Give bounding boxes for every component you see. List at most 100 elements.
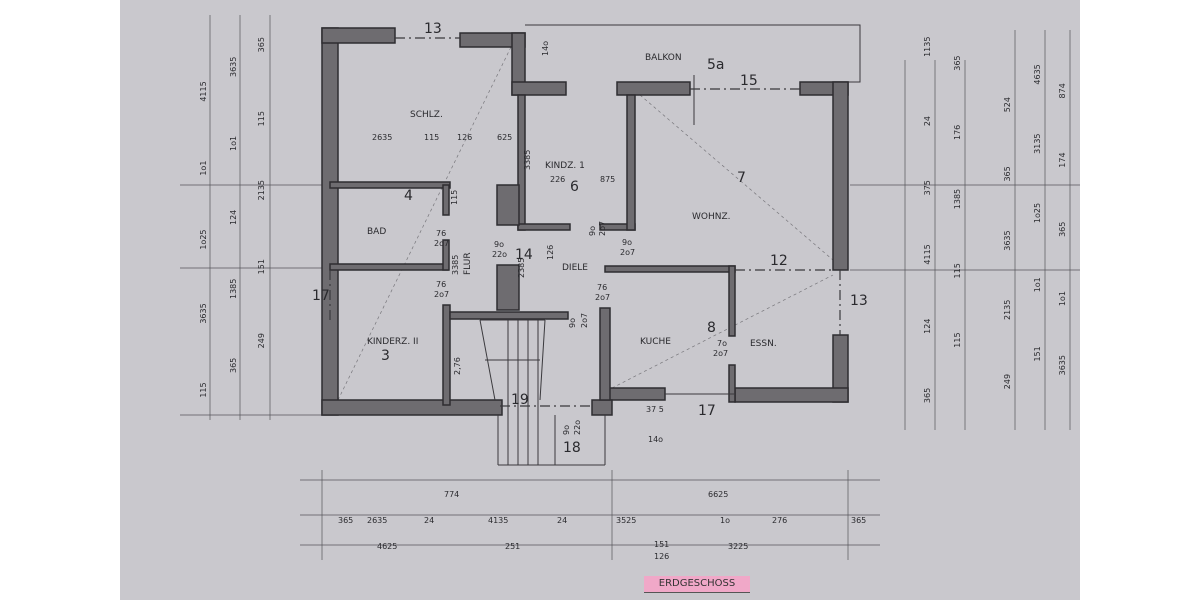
plan-title-label: ERDGESCHOSS [644,576,750,593]
dim-label: 2o7 [580,313,589,328]
dim-label: 2o7 [620,248,635,257]
dim-label: 365 [1058,222,1067,237]
dim-label: 24 [557,516,567,525]
number-left-window: 17 [312,288,330,304]
dim-label: 115 [450,190,459,205]
number-kuche-window: 17 [698,403,716,419]
dim-label: 1o [720,516,730,525]
dimension-lines [180,15,1080,560]
room-label-schlz: SCHLZ. [410,110,443,120]
dim-label: 2135 [257,180,266,200]
dim-label: 126 [546,245,555,260]
dim-label: 151 [257,259,266,274]
dim-label: 2o7 [595,293,610,302]
dim-label: 365 [257,37,266,52]
dim-label: 249 [1003,374,1012,389]
balcony-outline [525,24,861,83]
dim-label: 9o [562,425,571,435]
dim-label: 2o7 [434,239,449,248]
number-kuche: 8 [707,320,716,336]
dim-label: 124 [923,319,932,334]
dim-label: 2635 [367,516,387,525]
dim-label: 1135 [923,37,932,57]
dim-label: 176 [953,125,962,140]
room-diagonals [337,44,834,401]
number-right-window: 13 [850,293,868,309]
number-wohnz-window: 15 [740,73,758,89]
dim-label: 9o [588,226,597,236]
paper-background [120,0,1080,600]
dim-label: 3385 [451,255,460,275]
dim-label: 9o [568,318,577,328]
dim-label: 126 [654,552,669,561]
room-label-kindz1: KINDZ. 1 [545,161,585,171]
dim-label: 3635 [1003,230,1012,250]
dim-label: 151 [654,540,669,549]
dim-label: 365 [953,55,962,70]
number-balkon: 5a [707,57,725,73]
dim-label: 115 [257,111,266,126]
number-wohnz-inner: 12 [770,253,788,269]
dim-label: 3525 [616,516,636,525]
inner-dimension-labels: 2635 115 126 625 3385 226 875 115 76 2o7… [372,41,728,444]
dim-label: 37 5 [646,405,664,414]
dim-label: 115 [953,332,962,347]
dim-label: 3635 [229,57,238,77]
dim-label: 151 [1033,346,1042,361]
dim-label: 4625 [377,542,397,551]
dim-label: 3635 [1058,355,1067,375]
dim-label: 3135 [1033,133,1042,153]
dim-label: 14o [541,41,550,56]
dim-label: 875 [600,175,615,184]
window-lines [329,37,841,407]
dim-label: 4115 [199,81,208,101]
dim-label: 249 [257,333,266,348]
dim-label: 874 [1058,83,1067,98]
dim-label: 774 [444,490,459,499]
number-schlz-window: 13 [424,21,442,37]
dim-label: 115 [953,263,962,278]
number-bad: 4 [404,188,413,204]
dim-label: 124 [229,210,238,225]
dim-label: 365 [923,388,932,403]
dim-label: 625 [497,133,512,142]
dim-label: 2385 [517,258,526,278]
dim-label: 115 [199,382,208,397]
dim-label: 115 [424,133,439,142]
walls [321,27,849,416]
dim-label: 1o25 [1033,203,1042,223]
dim-label: 4635 [1033,64,1042,84]
dim-label: 2135 [1003,300,1012,320]
dim-label: 22o [492,250,507,259]
dim-label: 4115 [923,244,932,264]
room-label-wohnz: WOHNZ. [692,212,731,222]
dim-label: 524 [1003,97,1012,112]
dim-label: 1o1 [1033,277,1042,292]
staircase [479,75,695,466]
room-label-diele: DIELE [562,263,588,273]
dim-label: 4135 [488,516,508,525]
number-flur: 14 [515,247,533,263]
dim-label: 7o [717,339,727,348]
dim-label: 1385 [953,189,962,209]
dim-label: 226 [550,175,565,184]
dim-label: 9o [494,240,504,249]
dim-label: 1o25 [199,229,208,249]
dim-label: 3225 [728,542,748,551]
dim-label: 375 [923,180,932,195]
room-label-balkon: BALKON [645,53,682,63]
dim-label: 22o [573,420,582,435]
dim-label: 365 [851,516,866,525]
dim-label: 3635 [199,303,208,323]
dim-label: 24 [923,116,932,126]
number-entry: 18 [563,440,581,456]
dim-label: 2635 [372,133,392,142]
dim-label: 1o1 [1058,291,1067,306]
dim-label: 2,76 [453,357,462,375]
dim-label: 365 [1003,166,1012,181]
room-label-flur: FLUR [463,252,473,275]
room-label-kuche: KUCHE [640,337,671,347]
